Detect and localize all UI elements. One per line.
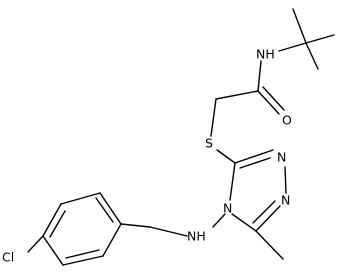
thioether-sulfur-label: S [205, 136, 213, 151]
bond-s-triazole [216, 149, 236, 164]
bond-n4-nh [212, 213, 226, 228]
bond-c3-methyl [255, 230, 284, 260]
bond-ch2-ring [120, 223, 151, 228]
bond-ring-5-inner [65, 249, 100, 259]
triazole-n3-label: N [277, 150, 286, 165]
bond-ring-1 [99, 192, 122, 225]
chlorine-label: Cl [2, 250, 14, 265]
bond-c5-n-inner [239, 157, 271, 169]
bonds [27, 8, 335, 266]
bond-tbu-methyl-3 [305, 42, 319, 70]
bond-nh-carbonyl [257, 60, 262, 92]
bond-n-n [284, 166, 287, 194]
bond-ring-4 [42, 235, 64, 266]
bond-n-c3-outer [255, 205, 281, 232]
bond-ring-3 [42, 203, 62, 237]
bond-ch2-s [210, 98, 217, 137]
bond-ring-6 [102, 223, 122, 257]
bond-tbu-nh [278, 42, 307, 52]
bond-tbu-methyl-2 [305, 34, 335, 44]
triazole-n2-label: N [281, 193, 290, 208]
bond-carbonyl-o-1 [257, 90, 280, 115]
amine-nh-label: NH [187, 229, 206, 244]
bond-nh-benzyl-ch2 [149, 226, 188, 237]
bond-c5-n-outer [234, 149, 274, 164]
bond-ring-3-inner [49, 210, 66, 238]
carbonyl-oxygen-label: O [282, 113, 292, 128]
bond-ring-cl [27, 235, 44, 253]
triazole-n4-label: N [223, 201, 232, 216]
bond-n4-c5 [229, 162, 236, 201]
bond-n-c3-inner [252, 200, 276, 224]
bond-ring-1-inner [95, 197, 114, 223]
bond-tbu-methyl-1 [292, 8, 307, 44]
bond-ring-2 [60, 192, 101, 205]
bond-carbonyl-ch2 [215, 90, 259, 100]
bond-ring-5 [62, 255, 104, 266]
bond-c3-n4 [231, 213, 257, 232]
atom-labels: NH O S N N N NH Cl [2, 47, 292, 265]
bond-carbonyl-o-2 [262, 86, 285, 111]
amide-nh-label: NH [256, 47, 275, 62]
